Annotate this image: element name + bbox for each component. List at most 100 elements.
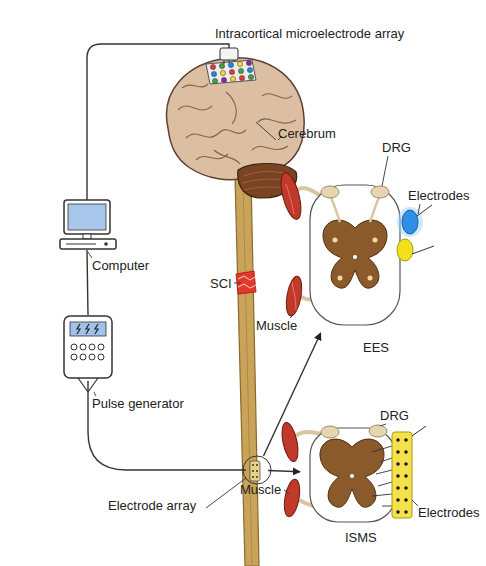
isms-cross-section-part-part	[396, 474, 399, 477]
isms-cross-section-part-part	[404, 438, 407, 441]
microelectrode-array-part	[210, 60, 253, 83]
isms-cross-section-part	[369, 425, 387, 437]
spinal-cord-part	[235, 176, 259, 566]
microelectrode-array-part-part	[228, 62, 233, 67]
isms-cross-section-part-part	[396, 510, 399, 513]
ees-cross-section-part	[321, 186, 339, 198]
ees-cross-section-part	[284, 275, 305, 317]
annotation-label: SCI	[210, 276, 232, 291]
ees-cross-section-part	[310, 185, 400, 325]
microelectrode-array-part-part	[230, 76, 235, 81]
microelectrode-array-part-part	[239, 75, 244, 80]
computer-icon	[60, 200, 116, 249]
annotation-label: Muscle	[256, 318, 297, 333]
ees-cross-section-part	[296, 188, 321, 196]
pulse-generator-icon-part-part	[89, 344, 95, 350]
leader-lines-part	[256, 122, 276, 140]
ees-cross-section-part	[371, 186, 389, 198]
annotation-label: Electrodes	[418, 505, 479, 520]
isms-cross-section-part-part	[404, 462, 407, 465]
ees-cross-section-part	[338, 276, 343, 281]
part-label: Computer	[92, 258, 149, 273]
part-label: EES	[363, 340, 389, 355]
brain-part-part	[262, 94, 292, 99]
microelectrode-array-part-part	[211, 71, 216, 76]
microelectrode-array-part-part	[220, 70, 225, 75]
isms-cross-section-part	[296, 432, 321, 436]
microelectrode-array-part-part	[221, 77, 226, 82]
isms-cross-section-part	[392, 432, 412, 518]
brain-part	[167, 58, 305, 180]
pulse-generator-icon-part	[78, 378, 98, 392]
ees-cross-section-part	[412, 205, 434, 254]
microelectrode-array-part	[220, 48, 238, 60]
part-label: Electrode array	[108, 498, 196, 513]
pulse-generator-icon-part-part	[98, 344, 104, 350]
ees-cross-section-part	[333, 238, 338, 243]
microelectrode-array-part-part	[237, 61, 242, 66]
leader-lines-part	[94, 392, 96, 396]
pulse-generator-icon-part-part	[71, 344, 77, 350]
injury-site-part	[238, 276, 256, 288]
spinal-electrode-array-part	[252, 476, 254, 478]
labelled-part: ISMS	[300, 420, 418, 528]
computer-icon-part	[60, 239, 116, 249]
brain-part-part	[182, 84, 208, 88]
injury-site-part	[236, 271, 256, 294]
annotation-label: DRG	[380, 408, 409, 423]
spinal-cord	[235, 176, 259, 566]
ees-cross-section-part	[353, 255, 357, 259]
microelectrode-array-part-part	[238, 68, 243, 73]
microelectrode-array-part-part	[247, 67, 252, 72]
isms-cross-section-part-part	[396, 498, 399, 501]
isms-cross-section-part	[412, 426, 426, 436]
ees-cross-section-part	[402, 210, 418, 234]
microelectrode-array-part	[206, 60, 256, 84]
spinal-electrode-array	[243, 456, 271, 484]
brain-part-part	[226, 92, 236, 124]
spinal-electrode-array-part	[252, 470, 254, 472]
ees-cross-section-part	[368, 276, 373, 281]
spinal-cord-part	[243, 180, 252, 566]
spinal-electrode-array-part	[256, 476, 258, 478]
brain-part-part	[258, 119, 296, 123]
labelled-part: Pulse generator	[62, 315, 114, 381]
brain-part	[178, 84, 296, 164]
spinal-electrode-array-part	[252, 464, 254, 466]
ees-cross-section-part	[397, 239, 413, 261]
brain-part-part	[186, 130, 246, 138]
ees-cross-section-part	[286, 184, 294, 214]
pointer-arrow	[268, 470, 300, 471]
computer-icon-part	[66, 244, 96, 245]
computer-icon-part	[104, 242, 108, 246]
isms-cross-section-part	[310, 428, 396, 522]
pulse-generator-icon-part-part	[71, 354, 77, 360]
microelectrode-array	[206, 48, 256, 84]
leader-lines-part	[290, 314, 294, 318]
isms-cross-section-part-part	[404, 486, 407, 489]
pulse-generator-icon	[64, 316, 112, 392]
isms-cross-section-part-part	[396, 462, 399, 465]
leader-lines-part	[284, 490, 289, 494]
isms-cross-section-part-part	[396, 486, 399, 489]
spinal-electrode-array-part	[243, 456, 271, 484]
leader-lines-part	[234, 283, 241, 284]
pulse-generator-icon-part	[77, 324, 98, 334]
leader-lines-part	[88, 252, 92, 258]
part-label: ISMS	[345, 530, 377, 545]
ees-cross-section-part	[330, 194, 380, 222]
microelectrode-array-part	[224, 60, 234, 64]
annotation-label: DRG	[382, 140, 411, 155]
pulse-generator-icon-part-part	[80, 354, 86, 360]
leader-lines-part	[412, 500, 418, 506]
injury-site	[236, 271, 256, 294]
microelectrode-array-part-part	[248, 74, 253, 79]
spinal-electrode-array-part	[250, 461, 260, 481]
isms-cross-section-part-part	[404, 498, 407, 501]
leader-lines-part	[382, 156, 388, 186]
labelled-part: EES	[300, 168, 418, 333]
labelled-part: Computer	[58, 200, 116, 250]
cable	[87, 44, 229, 200]
pointer-arrow	[264, 333, 321, 456]
cable	[88, 381, 246, 470]
